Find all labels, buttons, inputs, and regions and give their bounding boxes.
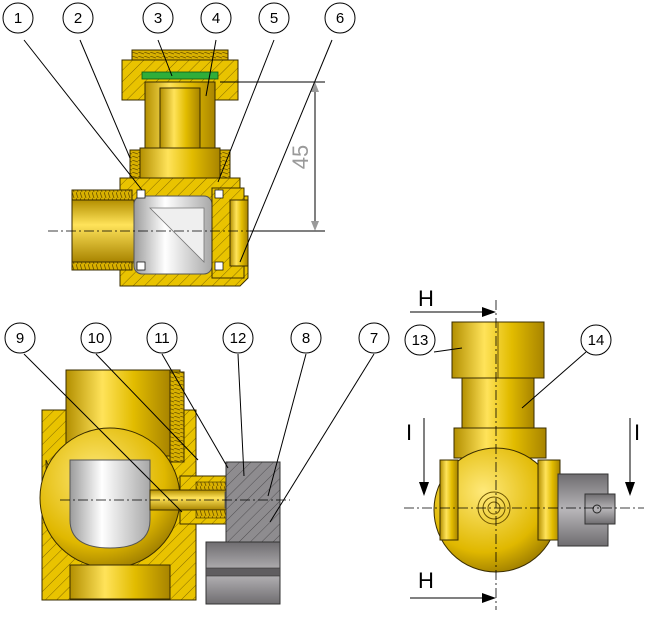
callout-8: 8 xyxy=(290,322,322,354)
grey-cap xyxy=(225,461,281,543)
callout-2: 2 xyxy=(62,2,94,34)
callout-7: 7 xyxy=(358,322,390,354)
stem-inner xyxy=(159,87,201,151)
grey-handle-groove xyxy=(205,567,281,577)
leader-1 xyxy=(23,39,143,191)
leader-9 xyxy=(23,353,183,513)
leader-8 xyxy=(267,353,307,497)
seal-square-1 xyxy=(136,189,146,199)
callouts: 1 2 3 4 5 6 9 10 11 12 8 7 13 14 xyxy=(2,2,612,356)
leader-4 xyxy=(205,39,217,97)
callout-10: 10 xyxy=(80,322,112,354)
callout-9: 9 xyxy=(4,322,36,354)
leader-11 xyxy=(161,353,229,469)
leader-6 xyxy=(239,39,333,263)
leader-14 xyxy=(521,351,587,409)
side-cap-hole xyxy=(592,504,602,514)
connector-body xyxy=(139,147,221,179)
section-view-top: 45 xyxy=(48,49,325,287)
section-view-bottom xyxy=(39,369,290,605)
leader-7 xyxy=(269,353,375,523)
seal-square-4 xyxy=(214,261,224,271)
svg-text:3: 3 xyxy=(154,10,162,27)
section-i-left-label: I xyxy=(406,420,412,445)
callout-13: 13 xyxy=(404,324,436,356)
body-side-left xyxy=(439,459,459,541)
bottom-outlet xyxy=(69,564,171,600)
section-h-top-arrow xyxy=(482,307,496,317)
svg-text:11: 11 xyxy=(154,330,170,347)
svg-text:4: 4 xyxy=(212,10,220,27)
svg-text:9: 9 xyxy=(16,330,24,347)
svg-text:1: 1 xyxy=(14,10,22,27)
callout-1: 1 xyxy=(2,2,34,34)
callout-11: 11 xyxy=(146,322,178,354)
callout-12: 12 xyxy=(222,322,254,354)
callout-3: 3 xyxy=(142,2,174,34)
section-h-bottom-arrow xyxy=(482,593,496,603)
callout-6: 6 xyxy=(324,2,356,34)
svg-text:6: 6 xyxy=(336,10,344,27)
leader-13 xyxy=(433,347,463,353)
callout-14: 14 xyxy=(580,324,612,356)
svg-text:7: 7 xyxy=(370,330,378,347)
leader-3 xyxy=(157,39,173,77)
leader-2 xyxy=(79,39,131,159)
svg-text:13: 13 xyxy=(412,332,429,349)
dim-arrow-top xyxy=(311,82,319,92)
stem-exterior xyxy=(461,377,535,429)
side-cap-stem xyxy=(584,493,616,525)
leader-5 xyxy=(217,39,275,183)
ball-bore xyxy=(149,207,205,263)
seal-square-2 xyxy=(214,189,224,199)
leader-12 xyxy=(237,353,245,477)
ball-chrome-2 xyxy=(69,459,151,549)
body-side-right xyxy=(537,459,561,541)
svg-text:10: 10 xyxy=(88,330,105,347)
section-i-left-arrow xyxy=(419,482,429,496)
exterior-view-right xyxy=(404,300,644,610)
callout-4: 4 xyxy=(200,2,232,34)
top-outlet-thread xyxy=(169,371,185,463)
section-i-right-arrow xyxy=(625,482,635,496)
right-cap-inner xyxy=(229,199,249,267)
svg-text:2: 2 xyxy=(74,10,82,27)
callout-5: 5 xyxy=(258,2,290,34)
leader-lines xyxy=(23,39,587,523)
section-i-right-label: I xyxy=(634,420,640,445)
dim-arrow-bottom xyxy=(311,221,319,231)
svg-text:8: 8 xyxy=(302,330,310,347)
section-h-bottom-label: H xyxy=(418,568,434,593)
dimension-label: 45 xyxy=(288,145,313,169)
leader-10 xyxy=(95,353,199,461)
svg-text:5: 5 xyxy=(270,10,278,27)
seal-ring xyxy=(141,71,219,80)
section-marks: H H I I xyxy=(406,286,640,603)
svg-text:14: 14 xyxy=(588,332,605,349)
seal-square-3 xyxy=(136,261,146,271)
section-h-top-label: H xyxy=(418,286,434,311)
svg-text:12: 12 xyxy=(230,330,247,347)
